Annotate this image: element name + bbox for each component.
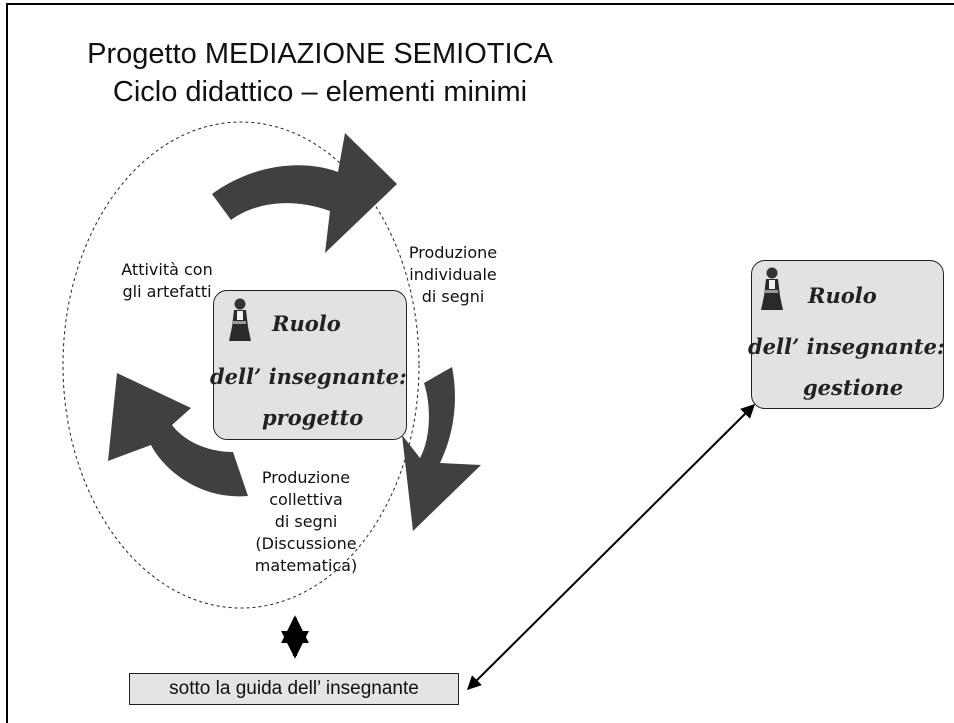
step-collective-line-4: (Discussione [255, 534, 357, 553]
diagonal-double-arrow [467, 404, 755, 690]
step-collective-label: Produzione collettiva di segni (Discussi… [236, 467, 376, 577]
role-management-word-3: gestione [803, 375, 904, 400]
cycle-arrow-top [212, 133, 397, 253]
title-line-2: Ciclo didattico – elementi minimi [112, 76, 528, 108]
role-design-word-1: Ruolo [272, 311, 341, 336]
role-management-word-1: Ruolo [808, 283, 877, 308]
title-line-1: Progetto MEDIAZIONE SEMIOTICA [87, 38, 553, 70]
role-management-word-2: dell’ insegnante: [748, 334, 945, 359]
role-management-box [751, 260, 944, 409]
step-artefacts-label: Attività con gli artefatti [102, 259, 232, 303]
step-individual-line-1: Produzione [408, 243, 498, 262]
teacher-figure-icon [761, 267, 783, 310]
step-collective-line-2: collettiva [269, 490, 343, 509]
step-artefacts-line-1: Attività con [121, 260, 213, 279]
step-individual-label: Produzione individuale di segni [393, 242, 513, 308]
role-design-word-3: progetto [262, 405, 364, 430]
cycle-circle [62, 121, 420, 609]
role-design-box [213, 290, 407, 440]
role-design-word-2: dell’ insegnante: [210, 364, 407, 389]
step-collective-line-3: di segni [274, 512, 338, 531]
step-artefacts-line-2: gli artefatti [122, 282, 212, 301]
step-collective-line-1: Produzione [261, 468, 351, 487]
step-collective-line-5: matematica) [254, 556, 358, 575]
cycle-arrow-left [108, 373, 248, 497]
step-individual-line-2: individuale [409, 265, 497, 284]
teacher-guide-label: sotto la guida dell’ insegnante [129, 673, 459, 705]
slide-frame [6, 3, 954, 723]
step-individual-line-3: di segni [421, 287, 485, 306]
cycle-arrow-right [402, 367, 481, 531]
teacher-figure-icon [229, 298, 251, 341]
